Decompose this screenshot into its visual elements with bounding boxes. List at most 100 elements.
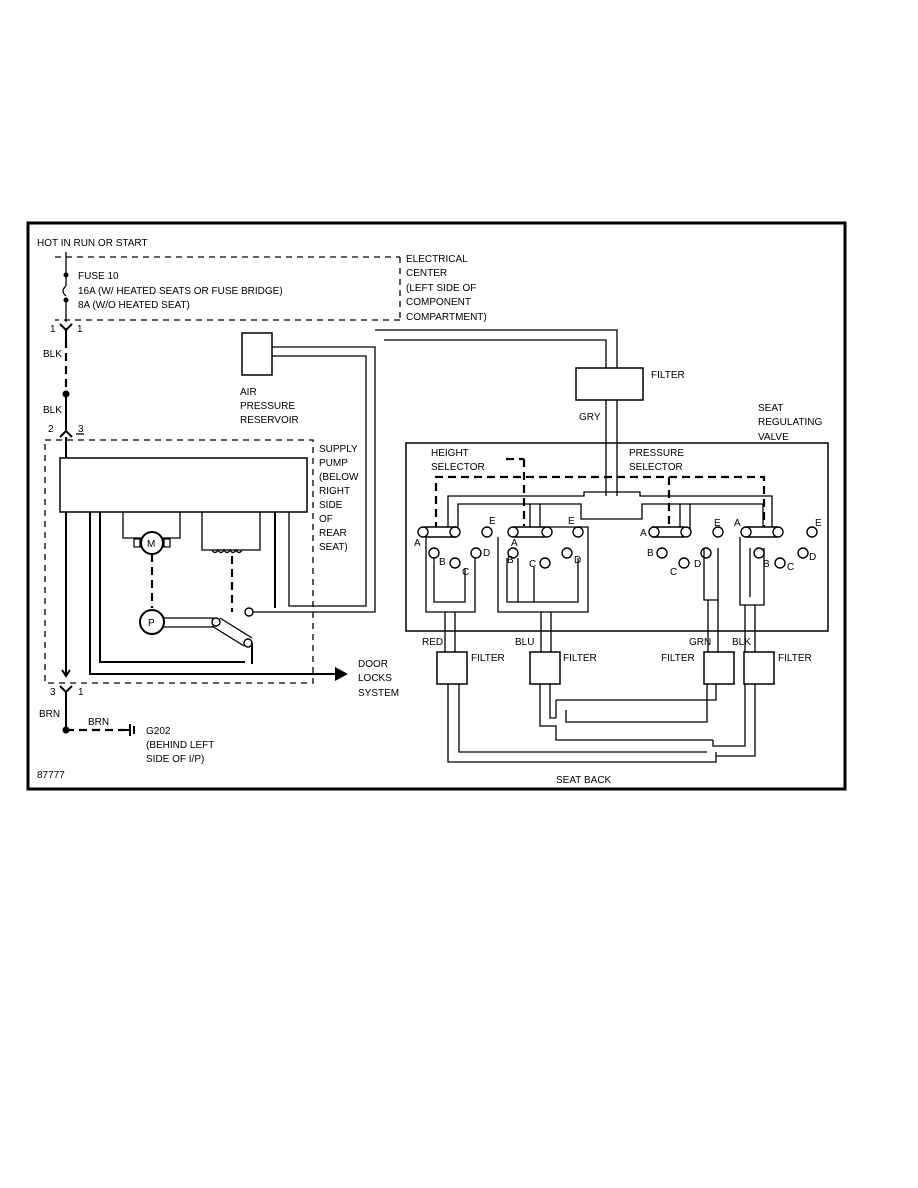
filter-blu <box>529 651 561 685</box>
air-reservoir-line-2: PRESSURE <box>240 401 295 412</box>
seat-back-line-blu <box>539 684 713 741</box>
port-b-4 <box>753 547 765 559</box>
wire-ground-return <box>89 512 335 675</box>
port-letter-b-3: B <box>647 548 654 559</box>
motor-label: M <box>147 539 155 550</box>
port-letter-b-2: B <box>507 555 514 566</box>
fuse-node-top <box>63 272 69 278</box>
electrical-center-outline <box>55 256 401 321</box>
height-selector-line-2: SELECTOR <box>431 462 485 473</box>
port-e-4 <box>772 526 784 538</box>
supply-pump-line-2: PUMP <box>319 458 348 469</box>
port-b-1 <box>428 547 440 559</box>
motor-terminal-left <box>133 538 141 548</box>
seat-regulating-valve-body <box>405 442 829 632</box>
port-c-4 <box>774 557 786 569</box>
port-letter-e-2: E <box>568 516 575 527</box>
seat-back-label: SEAT BACK <box>556 775 612 786</box>
switch-pivot-bottom <box>243 638 253 648</box>
gry-air-line <box>605 400 618 496</box>
port-d-1 <box>470 547 482 559</box>
seat-back-line-blk <box>712 684 756 757</box>
door-locks-line-3: SYSTEM <box>358 688 399 699</box>
arrow-down-connector <box>61 669 71 678</box>
height-selector-line-1: HEIGHT <box>431 448 469 459</box>
ground-line-2: (BEHIND LEFT <box>146 740 214 751</box>
door-locks-line-1: DOOR <box>358 659 388 670</box>
main-filter <box>575 367 644 401</box>
filter-blk-label: FILTER <box>778 653 812 664</box>
wire-color-blu: BLU <box>515 637 534 648</box>
filter-red-label: FILTER <box>471 653 505 664</box>
port-a-4 <box>740 526 752 538</box>
relay-coil-icon <box>211 548 243 554</box>
port-letter-c-3: C <box>670 567 677 578</box>
wire-motor-feed <box>99 512 245 663</box>
supply-pump-module <box>59 457 308 513</box>
filter-red <box>436 651 468 685</box>
wire-color-blk-2: BLK <box>43 405 62 416</box>
port-c-2 <box>539 557 551 569</box>
port-letter-d-3: D <box>694 559 701 570</box>
port-b-2 <box>507 547 519 559</box>
switch-pivot-top <box>211 617 221 627</box>
pressure-channel-grn <box>703 548 719 601</box>
filter-grn-label: FILTER <box>661 653 695 664</box>
diagram-frame <box>26 221 847 791</box>
port-letter-b-4: B <box>763 559 770 570</box>
port-e-1 <box>449 526 461 538</box>
port-letter-e-4: E <box>815 518 822 529</box>
door-locks-arrow-icon <box>335 667 348 681</box>
port-d-4 <box>797 547 809 559</box>
port-a-3 <box>648 526 660 538</box>
relay-bracket <box>201 512 261 551</box>
port-a-2 <box>507 526 519 538</box>
port-letter-c-4: C <box>787 562 794 573</box>
wire-color-gry: GRY <box>579 412 601 423</box>
electrical-center-line-3: (LEFT SIDE OF <box>406 283 476 294</box>
port-e-2 <box>541 526 553 538</box>
pump-label: P <box>148 618 155 629</box>
filter-grn <box>703 651 735 685</box>
port-letter-e-3: E <box>714 518 721 529</box>
supply-air-line <box>375 329 618 368</box>
pressure-selector-line-1: PRESSURE <box>629 448 684 459</box>
port-letter-d-4: D <box>809 552 816 563</box>
fuse-label: FUSE 10 <box>78 271 119 282</box>
connector-pin-3-bottom: 3 <box>50 687 56 698</box>
port-letter-e-1: E <box>489 516 496 527</box>
filter-blk <box>743 651 775 685</box>
manifold-pressure-branch <box>679 504 691 530</box>
red-outlet-line <box>444 612 456 656</box>
connector-pin-2: 2 <box>48 424 54 435</box>
pump-icon <box>139 609 165 635</box>
fuse-16a-label: 16A (W/ HEATED SEATS OR FUSE BRIDGE) <box>78 286 283 297</box>
height-channel-blu-inner <box>517 558 535 602</box>
wire-color-brn-2: BRN <box>88 717 109 728</box>
port-d-2 <box>561 547 573 559</box>
port-e-2b <box>572 526 584 538</box>
supply-pump-line-4: RIGHT <box>319 486 350 497</box>
port-letter-b-1: B <box>439 557 446 568</box>
seat-valve-line-1: SEAT <box>758 403 783 414</box>
door-locks-line-2: LOCKS <box>358 673 392 684</box>
hot-in-run-label: HOT IN RUN OR START <box>37 238 148 249</box>
selector-linkage-bar <box>434 475 766 530</box>
electrical-center-line-2: CENTER <box>406 268 447 279</box>
valve-manifold-inner <box>457 503 764 530</box>
port-letter-a-4: A <box>734 518 741 529</box>
valve-manifold-outer <box>447 491 773 530</box>
supply-pump-line-3: (BELOW <box>319 472 359 483</box>
connector-pin-3-top: 3 <box>78 424 84 435</box>
electrical-center-line-1: ELECTRICAL <box>406 254 468 265</box>
pump-air-outlet <box>244 607 254 617</box>
port-letter-d-1: D <box>483 548 490 559</box>
port-a-1 <box>417 526 429 538</box>
port-e-4b <box>806 526 818 538</box>
port-letter-a-2: A <box>511 538 518 549</box>
port-letter-c-2: C <box>529 559 536 570</box>
electrical-center-line-5: COMPARTMENT) <box>406 312 487 323</box>
seat-valve-line-3: VALVE <box>758 432 789 443</box>
wire-color-red: RED <box>422 637 443 648</box>
fuse-symbol <box>62 285 67 297</box>
